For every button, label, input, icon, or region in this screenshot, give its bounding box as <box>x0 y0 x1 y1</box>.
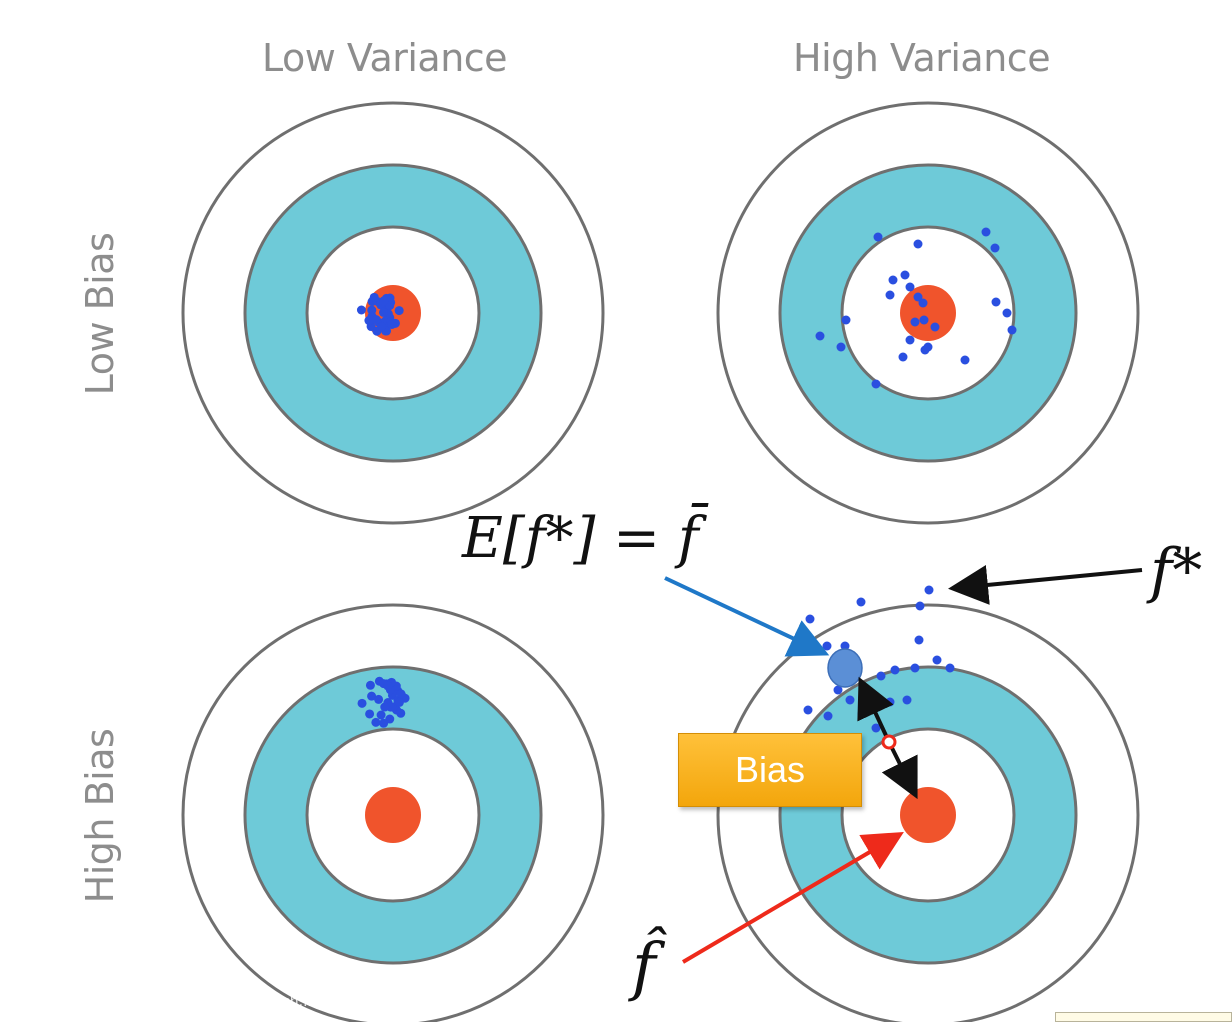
arrow-fstar-to-points <box>948 565 1143 605</box>
prediction-point <box>876 671 886 681</box>
prediction-point <box>873 232 883 242</box>
bias-arrow-to-mean <box>857 676 894 743</box>
target-high-bias-low-variance <box>181 603 605 1022</box>
f-hat-label: f̂ <box>632 930 656 1004</box>
prediction-point <box>914 635 924 645</box>
prediction-point <box>394 697 404 707</box>
prediction-point <box>379 718 389 728</box>
prediction-point <box>823 711 833 721</box>
prediction-point <box>913 239 923 249</box>
prediction-point <box>357 698 367 708</box>
prediction-point <box>960 355 970 365</box>
prediction-point <box>871 723 881 733</box>
prediction-point <box>383 681 393 691</box>
prediction-point <box>822 641 832 651</box>
prediction-point <box>371 315 381 325</box>
prediction-point <box>379 296 389 306</box>
column-label-high-variance: High Variance <box>793 36 1051 80</box>
prediction-point <box>871 379 881 389</box>
prediction-point <box>910 317 920 327</box>
prediction-point <box>1007 325 1017 335</box>
prediction-point <box>803 705 813 715</box>
mean-prediction-point <box>827 648 863 688</box>
prediction-point <box>369 292 379 302</box>
prediction-point <box>905 282 915 292</box>
prediction-point <box>815 331 825 341</box>
prediction-point <box>841 315 851 325</box>
bias-label-box: Bias <box>678 733 862 807</box>
prediction-point <box>380 702 390 712</box>
target-low-bias-high-variance <box>716 101 1140 525</box>
prediction-point <box>367 691 377 701</box>
prediction-point <box>920 345 930 355</box>
prediction-point <box>898 352 908 362</box>
prediction-point <box>915 601 925 611</box>
corner-widget <box>1055 1012 1232 1022</box>
prediction-point <box>376 710 386 720</box>
prediction-point <box>885 697 895 707</box>
prediction-point <box>365 680 375 690</box>
prediction-point <box>856 597 866 607</box>
prediction-point <box>1002 308 1012 318</box>
target-low-bias-low-variance <box>181 101 605 525</box>
prediction-point <box>394 306 404 316</box>
prediction-point <box>905 335 915 345</box>
bullseye <box>900 285 956 341</box>
prediction-point <box>396 708 406 718</box>
prediction-point <box>991 297 1001 307</box>
prediction-point <box>919 315 929 325</box>
prediction-point <box>945 663 955 673</box>
prediction-point <box>833 685 843 695</box>
bias-label: Bias <box>734 749 806 790</box>
prediction-point <box>396 689 406 699</box>
prediction-point <box>930 322 940 332</box>
prediction-point <box>857 709 867 719</box>
prediction-point <box>981 227 991 237</box>
prediction-point <box>910 663 920 673</box>
prediction-point <box>918 298 928 308</box>
prediction-point <box>840 641 850 651</box>
bias-arrow-to-bullseye <box>881 741 918 800</box>
prediction-point <box>890 665 900 675</box>
prediction-points <box>357 676 410 728</box>
prediction-point <box>387 319 397 329</box>
prediction-point <box>924 585 934 595</box>
bias-midpoint-marker <box>881 734 897 750</box>
prediction-point <box>356 305 366 315</box>
bullseye <box>365 787 421 843</box>
arrow-fhat-to-bullseye <box>681 831 904 964</box>
prediction-point <box>374 694 384 704</box>
prediction-point <box>885 290 895 300</box>
watermark: aish... <box>270 994 312 1010</box>
prediction-points <box>356 292 404 336</box>
arrow-expectation-to-mean <box>664 576 830 657</box>
prediction-point <box>364 316 374 326</box>
prediction-points <box>815 227 1017 389</box>
prediction-point <box>932 655 942 665</box>
expectation-formula: E[f*] = f̄ <box>462 506 699 571</box>
prediction-point <box>990 243 1000 253</box>
prediction-point <box>845 695 855 705</box>
prediction-point <box>902 695 912 705</box>
prediction-point <box>371 717 381 727</box>
column-label-low-variance: Low Variance <box>262 36 508 80</box>
prediction-point <box>376 322 386 332</box>
prediction-point <box>365 709 375 719</box>
prediction-point <box>836 342 846 352</box>
prediction-point <box>913 292 923 302</box>
f-star-label: f* <box>1150 536 1203 606</box>
prediction-point <box>805 614 815 624</box>
prediction-point <box>378 307 388 317</box>
prediction-point <box>888 275 898 285</box>
prediction-point <box>900 270 910 280</box>
bullseye <box>900 787 956 843</box>
